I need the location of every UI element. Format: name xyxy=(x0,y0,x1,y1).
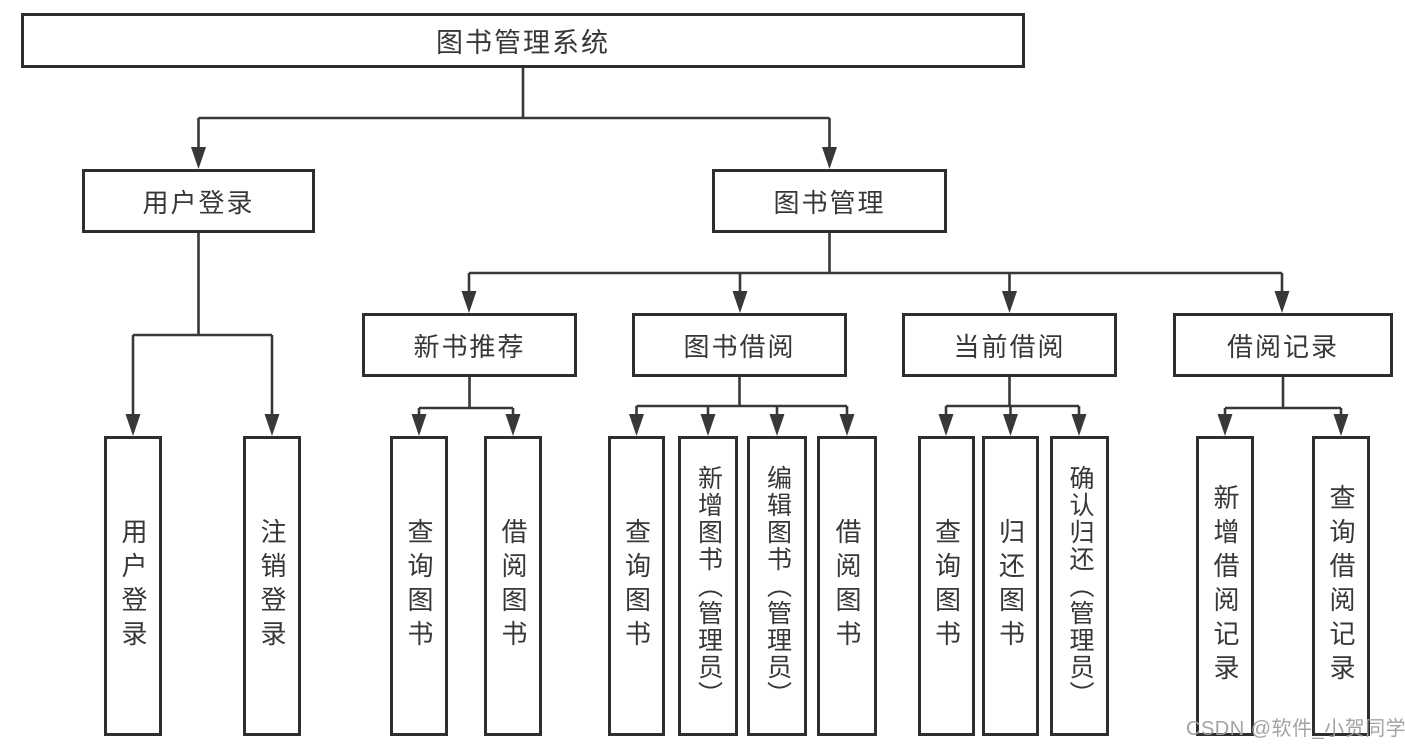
node-label: 新书推荐 xyxy=(413,331,526,362)
node-add-book-admin: 新增图书（管理员） xyxy=(678,436,738,736)
node-label: 归还图书 xyxy=(995,518,1026,654)
node-confirm-return-admin: 确认归还（管理员） xyxy=(1050,436,1109,736)
node-label: 新增图书（管理员） xyxy=(694,464,723,708)
node-label: 查询借阅记录 xyxy=(1326,484,1356,688)
node-label: 用户登录 xyxy=(118,518,148,654)
node-return-book: 归还图书 xyxy=(982,436,1039,736)
node-user-login: 用户登录 xyxy=(82,169,315,233)
node-label: 用户登录 xyxy=(142,187,255,218)
node-label: 查询图书 xyxy=(621,518,652,654)
node-label: 图书借阅 xyxy=(683,331,796,362)
node-label: 查询图书 xyxy=(404,518,434,654)
node-logout: 注销登录 xyxy=(243,436,301,736)
node-label: 编辑图书（管理员） xyxy=(763,464,792,708)
node-book-management: 图书管理 xyxy=(712,169,947,233)
csdn-watermark: CSDN @软件_小贺同学 xyxy=(1186,718,1405,740)
node-label: 确认归还（管理员） xyxy=(1066,464,1094,708)
node-label: 查询图书 xyxy=(931,518,962,654)
node-user-login-leaf: 用户登录 xyxy=(104,436,162,736)
node-label: 图书管理 xyxy=(773,187,886,218)
node-current-borrowing: 当前借阅 xyxy=(902,313,1117,377)
node-label: 新增借阅记录 xyxy=(1210,484,1240,688)
node-add-borrow-record: 新增借阅记录 xyxy=(1196,436,1254,736)
node-borrow-book-recommend: 借阅图书 xyxy=(484,436,542,736)
node-label: 借阅记录 xyxy=(1226,331,1339,362)
node-book-borrowing: 图书借阅 xyxy=(632,313,847,377)
node-new-book-recommendation: 新书推荐 xyxy=(362,313,577,377)
node-label: 注销登录 xyxy=(257,518,287,654)
node-query-book-recommend: 查询图书 xyxy=(390,436,448,736)
node-label: 借阅图书 xyxy=(498,518,528,654)
node-query-book-borrowing: 查询图书 xyxy=(608,436,665,736)
node-query-book-current: 查询图书 xyxy=(918,436,975,736)
node-borrow-book: 借阅图书 xyxy=(817,436,877,736)
node-library-management-system: 图书管理系统 xyxy=(21,13,1025,68)
node-label: 图书管理系统 xyxy=(436,28,610,58)
node-label: 当前借阅 xyxy=(953,331,1066,362)
node-edit-book-admin: 编辑图书（管理员） xyxy=(747,436,807,736)
node-label: 借阅图书 xyxy=(832,518,862,654)
node-borrow-records: 借阅记录 xyxy=(1173,313,1393,377)
node-query-borrow-record: 查询借阅记录 xyxy=(1312,436,1370,736)
